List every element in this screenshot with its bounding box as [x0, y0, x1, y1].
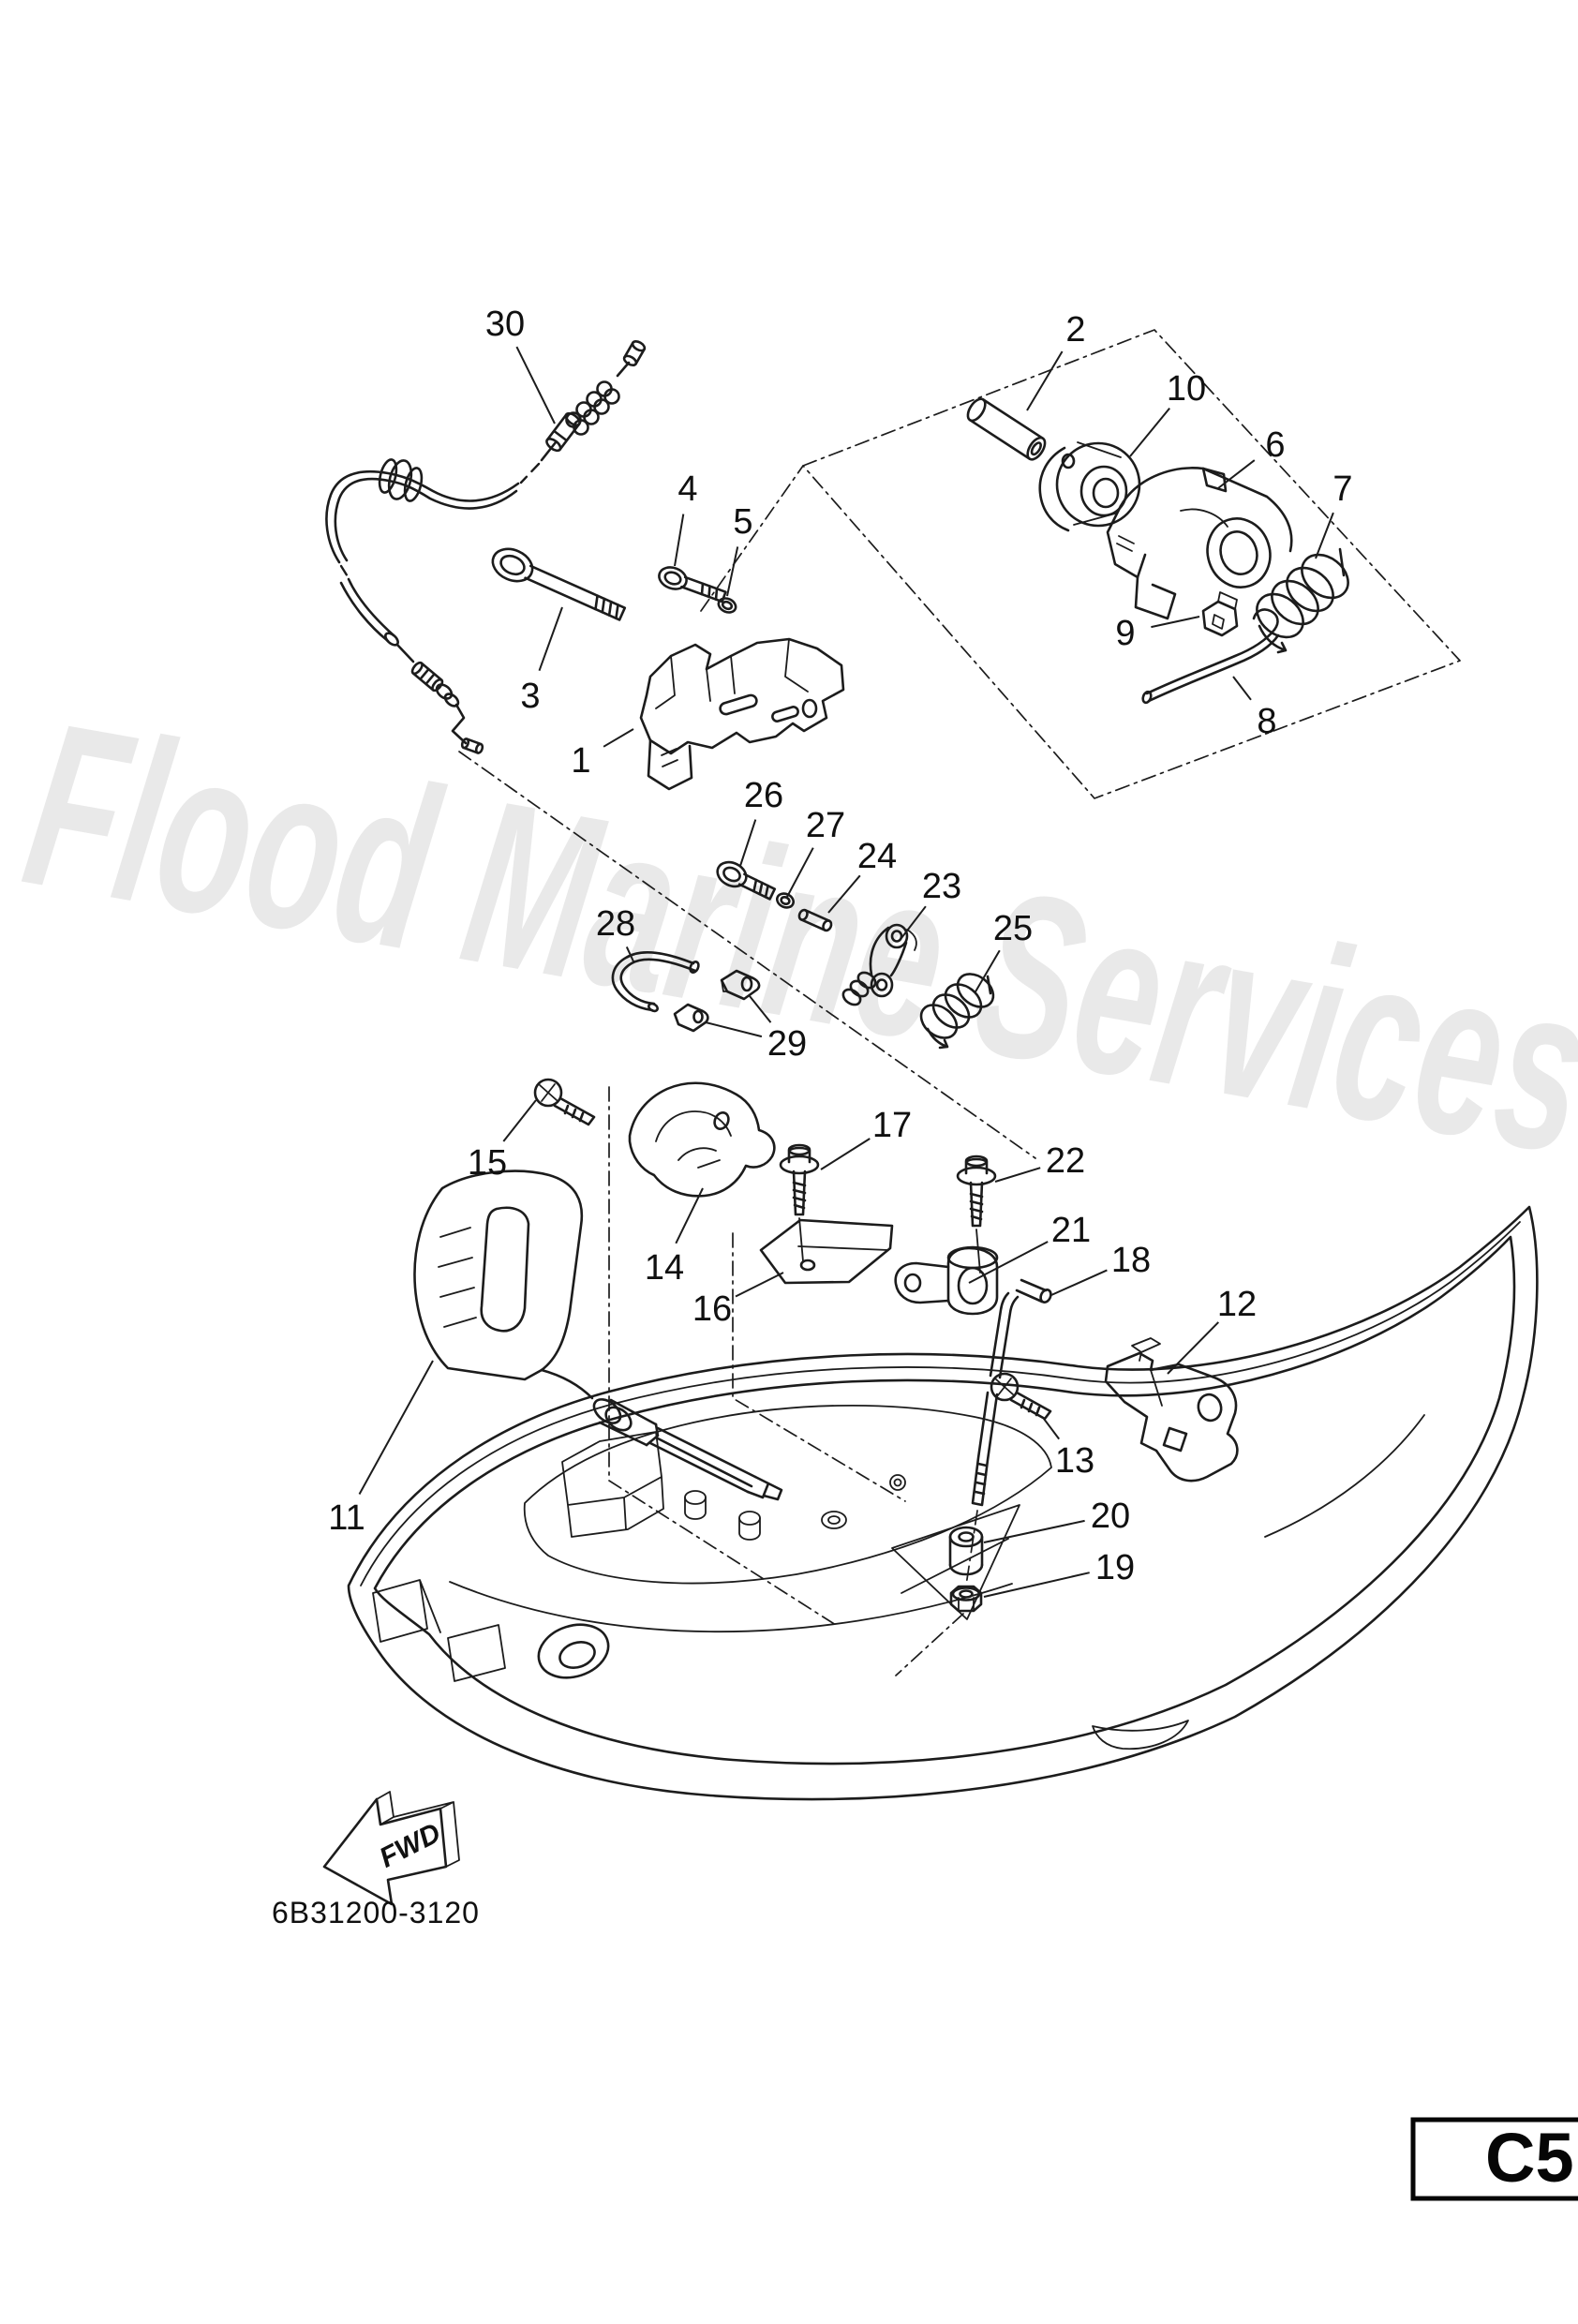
part-throttle-cable — [325, 339, 647, 754]
callout-leader-3 — [538, 606, 563, 672]
callout-label-19: 19 — [1095, 1548, 1135, 1587]
callout-leader-8 — [1232, 676, 1252, 701]
part-lever-23 — [841, 923, 917, 1006]
callout-leader-14 — [675, 1187, 704, 1244]
part-bolt-17 — [779, 1143, 820, 1262]
callout-leader-18 — [1050, 1269, 1108, 1296]
part-housing-6 — [1106, 467, 1293, 620]
part-pin-2 — [966, 397, 1047, 461]
callout-leader-15 — [502, 1099, 537, 1142]
callout-label-8: 8 — [1257, 702, 1276, 741]
part-screw-13 — [990, 1372, 1052, 1421]
callout-label-28: 28 — [596, 904, 635, 944]
callout-label-13: 13 — [1055, 1441, 1094, 1481]
callout-leader-28 — [625, 946, 634, 962]
callout-label-18: 18 — [1111, 1241, 1151, 1280]
page-code-box: C5 — [1410, 2117, 1578, 2201]
callout-label-2: 2 — [1065, 310, 1085, 350]
callout-label-27: 27 — [806, 806, 845, 845]
part-clamp-14 — [628, 1081, 776, 1198]
callout-label-24: 24 — [857, 837, 897, 876]
part-collar-20 — [948, 1526, 984, 1576]
callout-label-23: 23 — [922, 867, 961, 906]
callout-label-22: 22 — [1046, 1141, 1085, 1181]
callout-label-16: 16 — [692, 1289, 732, 1329]
callout-label-17: 17 — [872, 1106, 912, 1145]
drawing-part-code: 6B31200-3120 — [272, 1896, 480, 1929]
callout-leader-17 — [820, 1138, 871, 1170]
callout-leader-1 — [603, 728, 634, 748]
callout-leader-26 — [739, 819, 757, 867]
callout-label-14: 14 — [645, 1248, 684, 1288]
callout-leader-24 — [827, 874, 861, 914]
callout-leader-16 — [735, 1272, 784, 1298]
part-bolt-22 — [956, 1155, 997, 1274]
callout-label-15: 15 — [468, 1143, 507, 1183]
part-spring-25 — [919, 973, 995, 1050]
callout-leader-4 — [674, 514, 685, 567]
callout-label-30: 30 — [485, 305, 525, 344]
part-drum-10 — [1038, 441, 1141, 532]
callout-label-12: 12 — [1217, 1285, 1257, 1324]
callout-label-9: 9 — [1115, 614, 1135, 653]
callout-label-29: 29 — [767, 1024, 807, 1064]
part-pin-24 — [797, 908, 833, 932]
fwd-arrow: FWD — [322, 1791, 460, 1906]
part-bracket-1 — [639, 637, 845, 791]
part-bolt-3 — [491, 547, 627, 621]
part-bolt-4 — [658, 566, 727, 603]
watermark-text: Flood Marine Services — [10, 672, 1578, 1202]
part-washer-5 — [717, 597, 737, 614]
callout-label-25: 25 — [993, 909, 1033, 948]
callout-leader-11 — [358, 1360, 434, 1495]
part-bolt-26 — [716, 860, 777, 901]
callout-label-1: 1 — [571, 741, 590, 781]
callout-label-3: 3 — [520, 677, 540, 716]
part-rod-8 — [1141, 608, 1280, 705]
part-bottom-cowling — [347, 1205, 1539, 1801]
part-clip-9 — [1201, 591, 1239, 637]
page-code: C5 — [1485, 2119, 1574, 2197]
callout-leader-2 — [1026, 350, 1064, 411]
part-swivel-21 — [894, 1245, 999, 1316]
callout-leader-9 — [1151, 616, 1200, 629]
callout-label-21: 21 — [1051, 1211, 1091, 1250]
callout-label-5: 5 — [733, 502, 752, 542]
callout-leader-20 — [983, 1519, 1085, 1543]
callout-leader-7 — [1315, 512, 1334, 559]
callout-leader-29 — [749, 995, 772, 1023]
callout-leader-23 — [901, 905, 927, 939]
callout-label-26: 26 — [744, 776, 783, 815]
callout-leader-19 — [983, 1572, 1090, 1598]
part-handle-11 — [413, 1169, 783, 1501]
callout-label-4: 4 — [677, 469, 697, 509]
callout-leader-29 — [705, 1021, 763, 1038]
part-wire-link-28 — [611, 951, 700, 1013]
part-spring-7 — [1256, 547, 1349, 654]
part-plate-16 — [759, 1218, 894, 1285]
callout-leader-5 — [726, 546, 739, 597]
callout-leader-21 — [968, 1241, 1049, 1284]
callout-leader-22 — [994, 1167, 1041, 1183]
part-clamps-29 — [673, 969, 761, 1033]
callout-layer: 1234567891011121314151617181920212223242… — [328, 305, 1353, 1598]
fwd-label: FWD — [375, 1817, 446, 1873]
callout-leader-13 — [1043, 1418, 1060, 1440]
callout-label-10: 10 — [1167, 369, 1206, 409]
part-bracket-12 — [1104, 1337, 1239, 1482]
part-screw-15 — [533, 1078, 596, 1126]
callout-leader-25 — [974, 949, 1001, 994]
callout-leader-10 — [1129, 407, 1170, 457]
part-rod-18 — [971, 1278, 1052, 1507]
callout-label-6: 6 — [1265, 425, 1285, 465]
callout-leader-27 — [786, 847, 814, 898]
callout-label-7: 7 — [1332, 469, 1352, 509]
callout-label-11: 11 — [328, 1498, 365, 1538]
callout-label-20: 20 — [1091, 1497, 1130, 1536]
callout-leader-6 — [1217, 459, 1256, 489]
callout-leader-30 — [515, 346, 556, 425]
callout-leader-12 — [1167, 1321, 1220, 1375]
